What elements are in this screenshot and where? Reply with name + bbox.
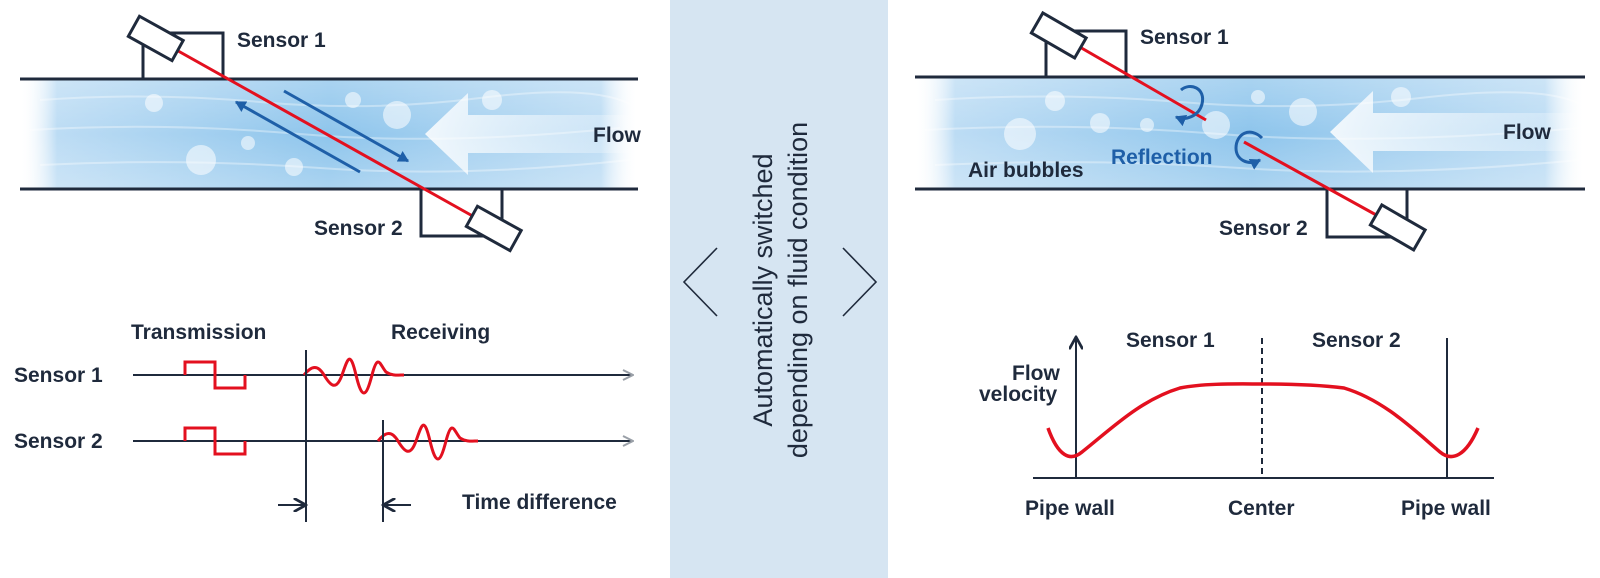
reflection-arrow-upper-icon <box>1174 85 1205 127</box>
right-bubbles <box>1004 87 1411 150</box>
sensor1-received-wave <box>302 357 405 395</box>
right-sensor1-label: Sensor 1 <box>1140 26 1229 49</box>
switch-caption-line1: Automatically switched <box>748 153 778 426</box>
x-label-pipe-wall-left: Pipe wall <box>1025 497 1115 520</box>
sensor1-housing <box>141 31 225 79</box>
sensor1-transducer <box>126 14 186 63</box>
left-sensor2-label: Sensor 2 <box>314 217 403 240</box>
x-label-center: Center <box>1228 497 1295 520</box>
switch-caption-line2: depending on fluid condition <box>783 122 813 458</box>
sensor2-transducer <box>464 204 524 253</box>
left-pipe-diagram: Sensor 1 Sensor 2 Flow <box>20 14 641 253</box>
timing-sensor2-label: Sensor 2 <box>14 430 103 453</box>
y-axis-label-line1: Flow <box>1012 362 1060 385</box>
sensor2-received-wave <box>376 423 479 461</box>
center-band: Automatically switched depending on flui… <box>670 0 888 578</box>
ultrasonic-beam <box>154 36 495 230</box>
flow-arrow-icon <box>425 93 638 175</box>
chevron-right-icon <box>842 247 878 317</box>
profile-sensor1-label: Sensor 1 <box>1126 329 1215 352</box>
right-beam-lower <box>1243 140 1399 229</box>
bubbles <box>145 90 502 176</box>
right-flow-arrow-icon <box>1330 91 1585 173</box>
right-sensor1-transducer <box>1029 10 1089 60</box>
right-pipe-diagram: Sensor 1 Sensor 2 Flow Air bubbles Refle… <box>915 10 1585 252</box>
timing-sensor1-label: Sensor 1 <box>14 364 103 387</box>
left-sensor1-label: Sensor 1 <box>237 29 326 52</box>
sensor2-housing <box>419 189 504 238</box>
chevron-left-icon <box>682 247 718 317</box>
reflection-label: Reflection <box>1111 146 1213 169</box>
velocity-profile-curve <box>1046 382 1480 459</box>
downstream-arrow <box>283 89 410 163</box>
transmission-label: Transmission <box>131 321 266 344</box>
receiving-label: Receiving <box>391 321 490 344</box>
right-sensor2-label: Sensor 2 <box>1219 217 1308 240</box>
right-sensor2-housing <box>1325 189 1409 239</box>
time-difference-label: Time difference <box>462 491 617 514</box>
x-label-pipe-wall-right: Pipe wall <box>1401 497 1491 520</box>
air-bubbles-label: Air bubbles <box>968 159 1084 182</box>
profile-sensor2-label: Sensor 2 <box>1312 329 1401 352</box>
timing-chart: Transmission Receiving Sensor 1 Sensor 2… <box>14 321 633 522</box>
upstream-arrow <box>234 100 361 174</box>
sensor2-transmit-pulse <box>183 426 247 456</box>
right-sensor1-housing <box>1044 29 1128 77</box>
reflection-arrow-lower-icon <box>1234 130 1264 170</box>
left-flow-label: Flow <box>593 124 641 147</box>
y-axis-label-line2: velocity <box>979 383 1058 406</box>
velocity-profile-chart: Sensor 1 Sensor 2 Flow velocity Pipe wal… <box>979 329 1494 520</box>
sensor1-transmit-pulse <box>183 360 247 390</box>
right-flow-label: Flow <box>1503 121 1551 144</box>
right-beam-upper <box>1058 33 1207 122</box>
right-sensor2-transducer <box>1368 202 1428 252</box>
